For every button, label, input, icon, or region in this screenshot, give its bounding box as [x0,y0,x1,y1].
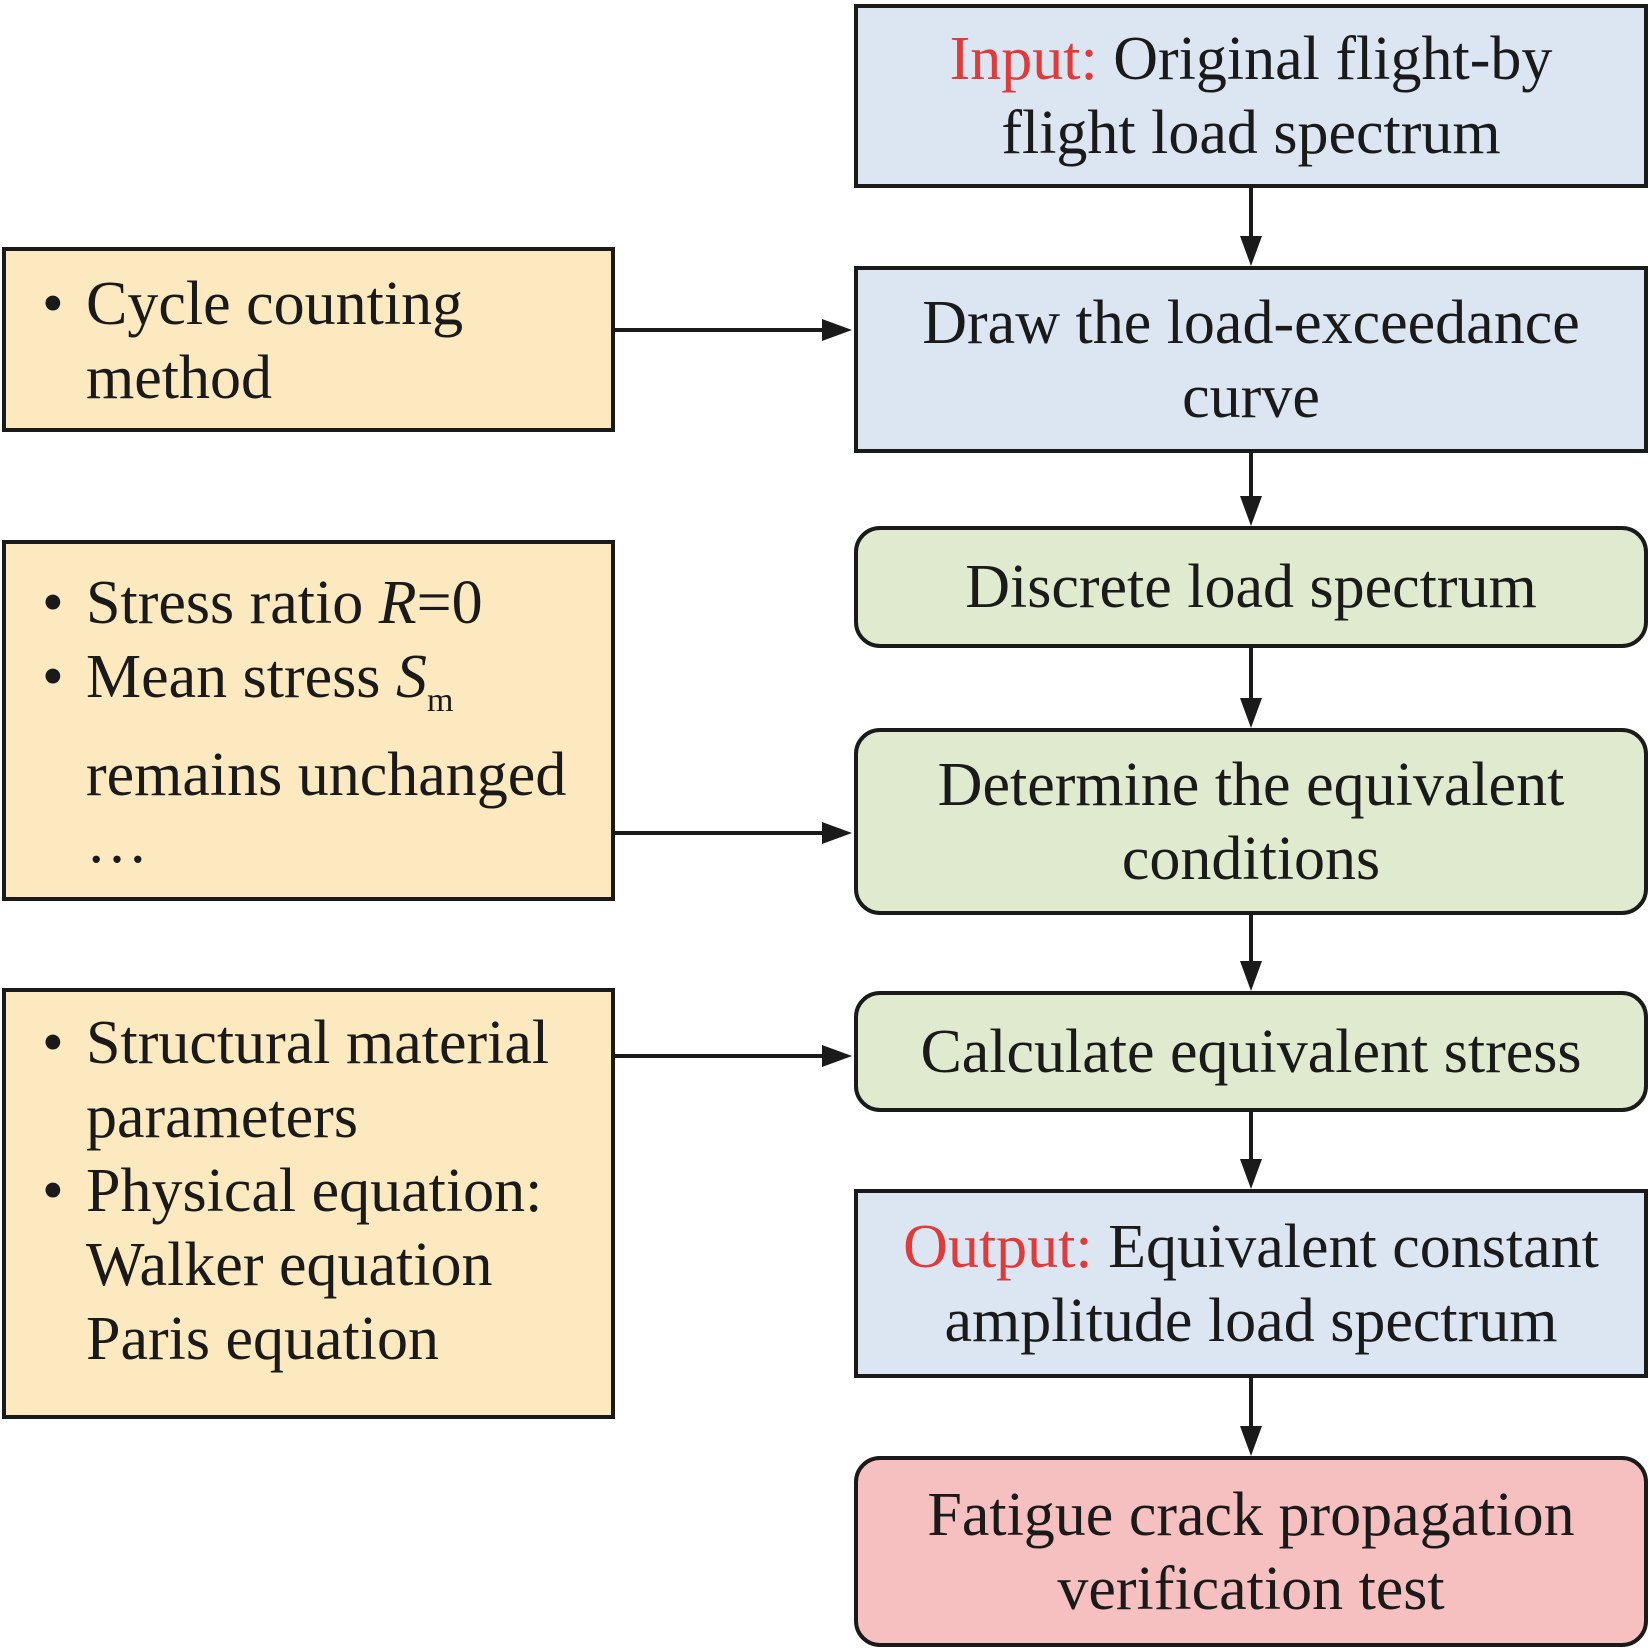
arrowhead-cycle [822,319,852,341]
physical-equation-item: • Physical equation: [42,1154,601,1228]
bullet-icon: • [42,1157,64,1225]
determine-line2: conditions [1121,824,1381,893]
conditions-box: • Stress ratio R=0 • Mean stress Sm rema… [2,540,615,901]
arrowhead-output [1240,1159,1262,1189]
stress-ratio-item: • Stress ratio R=0 [42,566,601,640]
determine-conditions-box: Determine the equivalent conditions [854,728,1648,915]
walker-equation: Walker equation [86,1231,493,1299]
arrowhead-draw [1240,236,1262,266]
determine-line1: Determine the equivalent [937,750,1565,819]
discrete-load-box: Discrete load spectrum [854,526,1648,648]
draw-curve-box: Draw the load-exceedance curve [854,266,1648,453]
draw-curve-line2: curve [1182,362,1320,431]
output-line1: Output: Equivalent constant [903,1210,1599,1284]
material-line2: parameters [86,1083,358,1151]
stress-ratio-text: Stress ratio [86,569,379,637]
arrowhead-calculate [1240,961,1262,991]
bullet-icon: • [42,569,64,637]
bullet-icon: • [42,270,64,338]
material-line1: Structural material [86,1009,550,1077]
material-params-item: • Structural material [42,1006,601,1080]
arrowhead-determine [1240,698,1262,728]
arrowhead-discrete [1240,496,1262,526]
verification-test-box: Fatigue crack propagation verification t… [854,1456,1648,1647]
cycle-line1: Cycle counting [86,270,464,338]
arrowhead-conditions [822,822,852,844]
calculate-stress-box: Calculate equivalent stress [854,991,1648,1112]
input-line1: Input: Original flight-by [950,22,1553,96]
arrowhead-test [1240,1426,1262,1456]
stress-ratio-var: R [378,569,417,637]
arrowhead-material [822,1045,852,1067]
cycle-line2: method [86,344,272,412]
calculate-line1: Calculate equivalent stress [920,1017,1582,1086]
discrete-load-line1: Discrete load spectrum [965,553,1537,621]
stress-ratio-value: =0 [416,569,483,637]
draw-curve-line1: Draw the load-exceedance [922,288,1580,357]
material-box: • Structural material parameters • Physi… [2,988,615,1419]
input-line2: flight load spectrum [1001,99,1501,167]
input-text-1: Original flight-by [1113,25,1553,93]
physical-line1: Physical equation: [86,1157,543,1225]
output-text-1: Equivalent constant [1108,1212,1599,1281]
mean-stress-sub: m [426,682,454,719]
ellipsis: … [86,808,148,876]
cycle-bullet-item: • Cycle counting [42,267,601,341]
mean-stress-text: Mean stress [86,643,396,711]
output-label: Output: [903,1212,1093,1281]
output-box: Output: Equivalent constant amplitude lo… [854,1189,1648,1378]
input-label: Input: [949,25,1098,93]
bullet-icon: • [42,643,64,711]
cycle-counting-box: • Cycle counting method [2,247,615,432]
bullet-icon: • [42,1009,64,1077]
mean-stress-line2: remains unchanged [86,741,567,809]
input-box: Input: Original flight-by flight load sp… [854,4,1648,188]
mean-stress-var: S [395,643,427,711]
test-line2: verification test [1057,1554,1445,1623]
mean-stress-item: • Mean stress Sm [42,640,601,738]
test-line1: Fatigue crack propagation [927,1480,1575,1549]
paris-equation: Paris equation [86,1305,439,1373]
output-line2: amplitude load spectrum [944,1286,1558,1355]
